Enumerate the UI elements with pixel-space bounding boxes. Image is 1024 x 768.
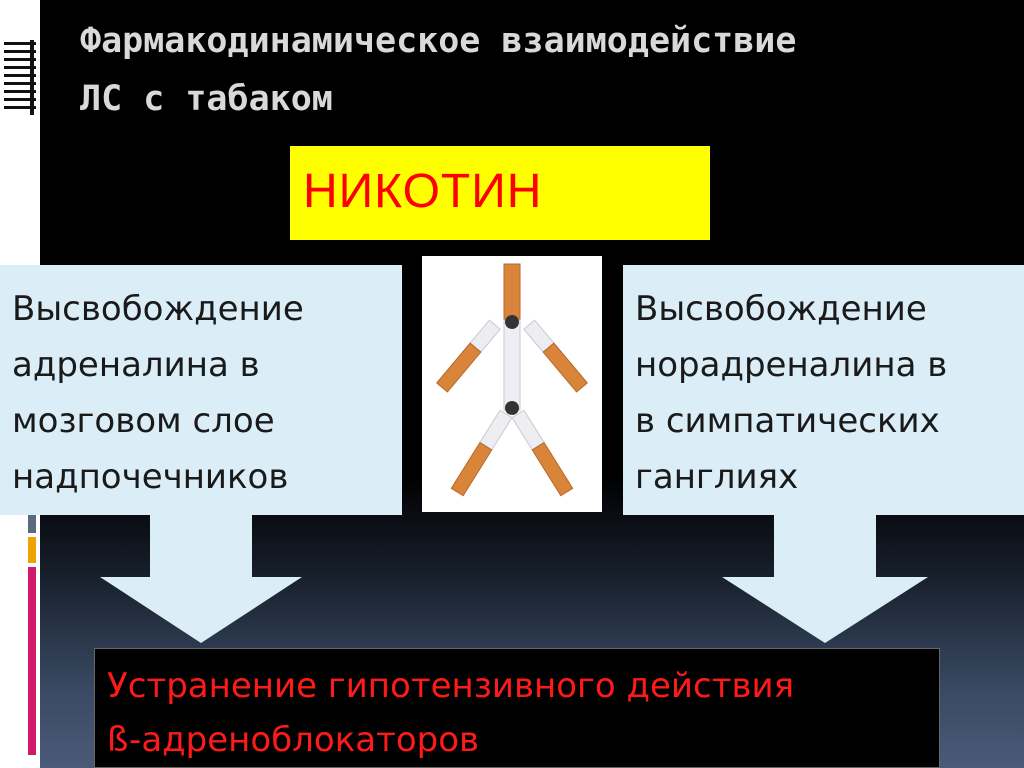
result-text: Устранение гипотензивного действия ß-адр… bbox=[107, 666, 795, 760]
left-down-arrow-icon bbox=[100, 515, 302, 643]
adrenaline-release-box: Высвобождение адреналина в мозговом слое… bbox=[0, 265, 402, 515]
adrenaline-release-text: Высвобождение адреналина в мозговом слое… bbox=[12, 289, 304, 497]
page-title: Фармакодинамическое взаимодействие ЛС с … bbox=[80, 12, 980, 128]
nicotine-box: НИКОТИН bbox=[290, 146, 710, 240]
result-box: Устранение гипотензивного действия ß-адр… bbox=[94, 648, 940, 768]
nicotine-label: НИКОТИН bbox=[303, 165, 543, 218]
noradrenaline-release-text: Высвобождение норадреналина в в симпатич… bbox=[635, 289, 948, 497]
title-line-2: ЛС с табаком bbox=[80, 79, 333, 119]
decorative-bars-icon bbox=[4, 40, 36, 115]
right-down-arrow-icon bbox=[722, 515, 928, 643]
side-color-bars-icon bbox=[28, 515, 36, 755]
broken-cigarettes-image bbox=[422, 256, 602, 512]
title-line-1: Фармакодинамическое взаимодействие bbox=[80, 21, 797, 61]
noradrenaline-release-box: Высвобождение норадреналина в в симпатич… bbox=[623, 265, 1024, 515]
